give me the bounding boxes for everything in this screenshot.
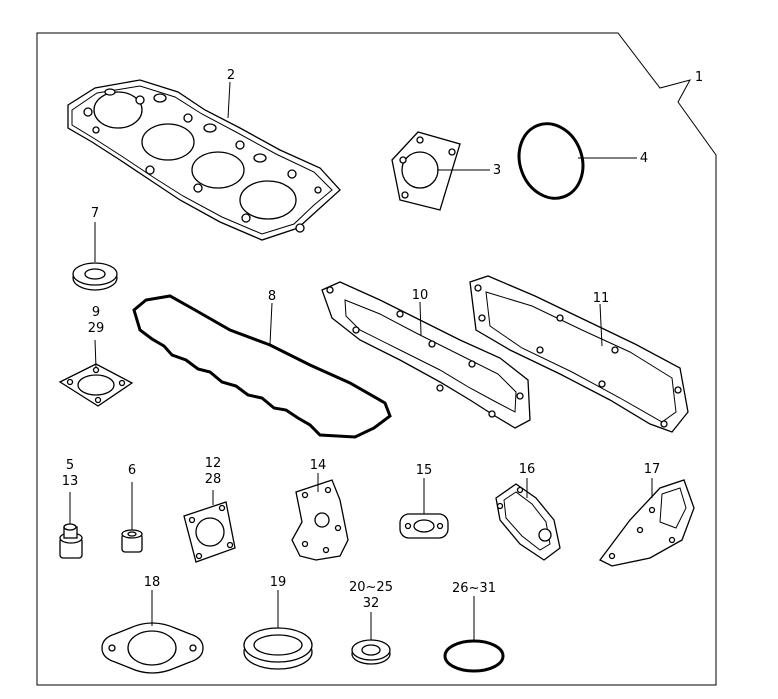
label-part-2: 2 — [227, 68, 235, 83]
ring-gasket-19 — [243, 627, 313, 670]
label-part-28: 28 — [205, 472, 222, 487]
label-part-1: 1 — [695, 70, 703, 85]
water-pump-gasket-16 — [495, 483, 561, 561]
label-part-14: 14 — [310, 458, 327, 473]
label-part-32: 32 — [363, 596, 380, 611]
o-ring-large — [517, 122, 585, 200]
washer-20-25 — [351, 639, 391, 665]
cylinder-head-gasket — [67, 79, 341, 241]
label-part-3: 3 — [493, 163, 501, 178]
square-gasket-12 — [183, 501, 236, 563]
label-part-9: 9 — [92, 305, 100, 320]
oil-seal-7 — [72, 262, 118, 291]
square-flange-gasket — [391, 131, 461, 211]
kit-frame — [36, 32, 717, 686]
label-part-17: 17 — [644, 462, 661, 477]
label-part-18: 18 — [144, 575, 161, 590]
plate-gasket-14 — [291, 479, 349, 561]
flange-gasket-18 — [101, 622, 204, 674]
label-part-11: 11 — [593, 291, 610, 306]
label-part-8: 8 — [268, 289, 276, 304]
label-part-20-25: 20~25 — [349, 580, 393, 595]
label-part-12: 12 — [205, 456, 222, 471]
label-part-4: 4 — [640, 151, 648, 166]
label-part-5: 5 — [66, 458, 74, 473]
oval-gasket-15 — [399, 513, 449, 539]
label-part-6: 6 — [128, 463, 136, 478]
intake-manifold-gasket — [321, 281, 531, 429]
rocker-cover-gasket — [132, 294, 392, 439]
label-part-19: 19 — [270, 575, 287, 590]
valve-stem-seal — [59, 523, 83, 559]
label-part-10: 10 — [412, 288, 429, 303]
label-part-13: 13 — [62, 474, 79, 489]
cover-gasket-17 — [599, 479, 695, 567]
label-part-29: 29 — [88, 321, 105, 336]
square-gasket-9 — [58, 363, 134, 407]
exhaust-manifold-gasket — [469, 275, 689, 433]
o-ring-small — [443, 639, 505, 673]
label-part-26-31: 26~31 — [452, 581, 496, 596]
seal-6 — [121, 529, 143, 553]
label-part-15: 15 — [416, 463, 433, 478]
label-part-16: 16 — [519, 462, 536, 477]
label-part-7: 7 — [91, 206, 99, 221]
